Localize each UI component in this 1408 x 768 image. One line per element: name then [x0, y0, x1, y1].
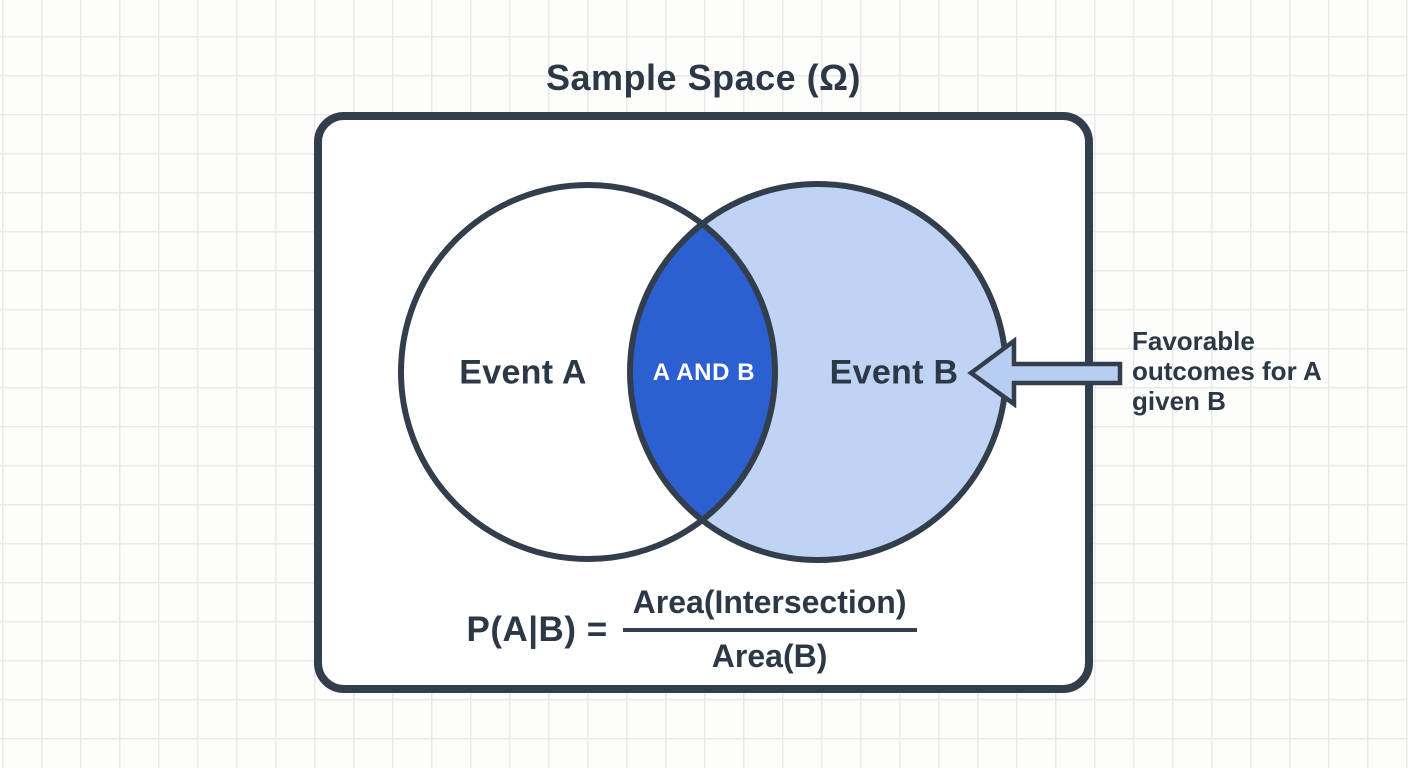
- formula-numerator: Area(Intersection): [622, 584, 917, 632]
- intersection-region: [631, 224, 776, 520]
- conditional-probability-formula: P(A|B) = Area(Intersection) Area(B): [302, 584, 1081, 675]
- formula-lhs: P(A|B) =: [466, 609, 608, 649]
- event-a-circle-outline: [398, 182, 778, 562]
- page-title: Sample Space (Ω): [546, 57, 861, 98]
- event-a-label: Event A: [459, 353, 587, 392]
- formula-denominator: Area(B): [711, 638, 828, 674]
- annotation-text: Favorable outcomes for A given B: [1132, 326, 1321, 416]
- formula-fraction: Area(Intersection) Area(B): [622, 584, 917, 675]
- intersection-label: A AND B: [652, 359, 756, 386]
- event-b-label: Event B: [829, 353, 959, 392]
- left-arrow-icon: [967, 336, 1123, 409]
